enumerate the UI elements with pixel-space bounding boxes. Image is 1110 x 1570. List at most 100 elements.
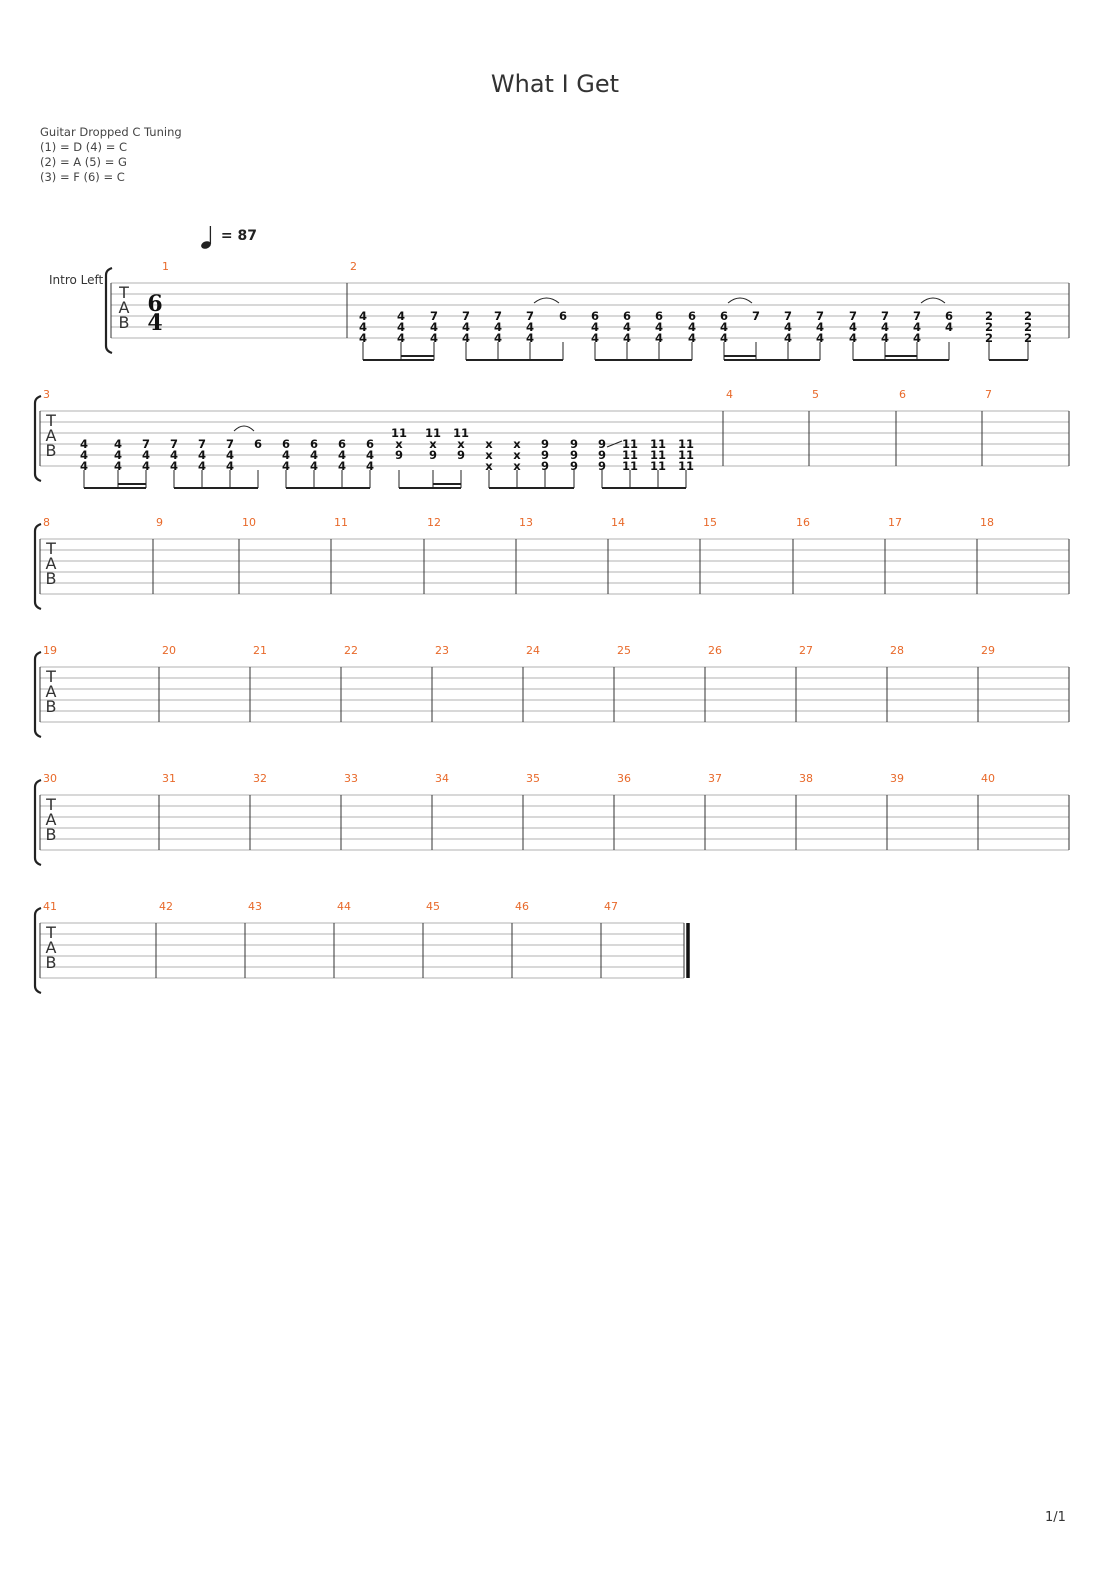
tab-fret-number: 4 [494,320,502,334]
tab-fret-number: 9 [541,437,549,451]
slur-arc [727,297,753,304]
tab-fret-number: 7 [881,309,889,323]
quarter-note-icon [200,224,216,250]
tab-fret-number: 4 [430,320,438,334]
measure-number: 4 [726,388,733,401]
measure-number: 25 [617,644,631,657]
measure-number: 28 [890,644,904,657]
tab-fret-number: 4 [366,459,374,473]
measure-number: 20 [162,644,176,657]
measure-number: 17 [888,516,902,529]
tab-fret-number: 4 [114,448,122,462]
tab-fret-number: 7 [142,437,150,451]
measure-number: 42 [159,900,173,913]
tab-fret-number: 4 [881,320,889,334]
tab-fret-number: 9 [598,448,606,462]
tuning-instrument: Guitar Dropped C Tuning [40,125,182,139]
tab-fret-number: x [457,437,465,451]
tab-fret-number: x [513,437,521,451]
tab-fret-number: 4 [655,320,663,334]
tab-fret-number: 4 [720,320,728,334]
time-signature-bottom: 4 [147,310,162,336]
tab-fret-number: 11 [453,426,469,440]
tab-fret-number: 4 [816,331,824,345]
tab-fret-number: 4 [720,331,728,345]
tab-fret-number: 4 [310,448,318,462]
measure-number: 18 [980,516,994,529]
tab-letter: T [45,923,56,942]
tab-fret-number: 4 [913,331,921,345]
tab-fret-number: 6 [945,309,953,323]
tab-fret-number: 4 [359,309,367,323]
tab-letter: B [46,569,57,588]
measure-number: 23 [435,644,449,657]
tab-fret-number: 6 [591,309,599,323]
tab-letter: B [46,697,57,716]
song-title: What I Get [490,70,620,98]
tab-fret-number: 11 [391,426,407,440]
tab-fret-number: 4 [282,448,290,462]
tab-fret-number: 9 [541,459,549,473]
tab-fret-number: x [485,448,493,462]
tab-fret-number: 6 [559,309,567,323]
tab-fret-number: 4 [359,320,367,334]
tuning-info: Guitar Dropped C Tuning (1) = D (4) = C … [40,125,182,185]
tab-letter: A [46,554,57,573]
tab-fret-number: 4 [142,459,150,473]
tab-fret-number: 6 [655,309,663,323]
tab-letter: T [45,411,56,430]
tab-fret-number: 4 [688,331,696,345]
tab-fret-number: 4 [397,309,405,323]
measure-number: 32 [253,772,267,785]
tuning-line: (1) = D (4) = C [40,140,128,154]
tab-fret-number: 4 [945,320,953,334]
tuning-line: (3) = F (6) = C [40,170,125,184]
tab-letter: A [119,298,130,317]
tab-letter: B [46,825,57,844]
measure-number: 35 [526,772,540,785]
tab-fret-number: 11 [425,426,441,440]
tab-fret-number: 6 [688,309,696,323]
tab-fret-number: 6 [338,437,346,451]
tab-fret-number: 4 [338,459,346,473]
slur-arc [233,425,255,432]
measure-number: 34 [435,772,449,785]
tab-fret-number: 7 [784,309,792,323]
tab-fret-number: 2 [1024,331,1032,345]
tab-fret-number: 11 [678,448,694,462]
measure-number: 33 [344,772,358,785]
tab-fret-number: 2 [1024,309,1032,323]
tab-fret-number: 4 [913,320,921,334]
measure-number: 8 [43,516,50,529]
tab-fret-number: 4 [80,459,88,473]
tab-fret-number: 4 [784,320,792,334]
tab-fret-number: 4 [80,448,88,462]
tab-letter: T [118,283,129,302]
tab-letter: B [46,441,57,460]
tab-fret-number: 4 [623,320,631,334]
tab-fret-number: 4 [526,320,534,334]
tab-fret-number: 9 [570,448,578,462]
tab-letter: T [45,667,56,686]
measure-number: 2 [350,260,357,273]
measure-number: 41 [43,900,57,913]
tab-fret-number: 9 [570,459,578,473]
tab-fret-number: 4 [623,331,631,345]
tab-fret-number: 9 [598,437,606,451]
tab-fret-number: 2 [985,320,993,334]
tab-fret-number: 4 [198,448,206,462]
tab-fret-number: 4 [462,331,470,345]
tab-fret-number: 11 [622,459,638,473]
tab-fret-number: 4 [397,320,405,334]
measure-number: 9 [156,516,163,529]
measure-number: 10 [242,516,256,529]
system-bracket [33,778,42,867]
track-label: Intro Left [49,273,104,287]
tempo-value: 87 [237,228,257,244]
tab-fret-number: 4 [591,331,599,345]
tab-fret-number: 4 [80,437,88,451]
tab-fret-number: x [485,437,493,451]
tab-fret-number: 6 [310,437,318,451]
measure-number: 21 [253,644,267,657]
tab-letter: T [45,795,56,814]
